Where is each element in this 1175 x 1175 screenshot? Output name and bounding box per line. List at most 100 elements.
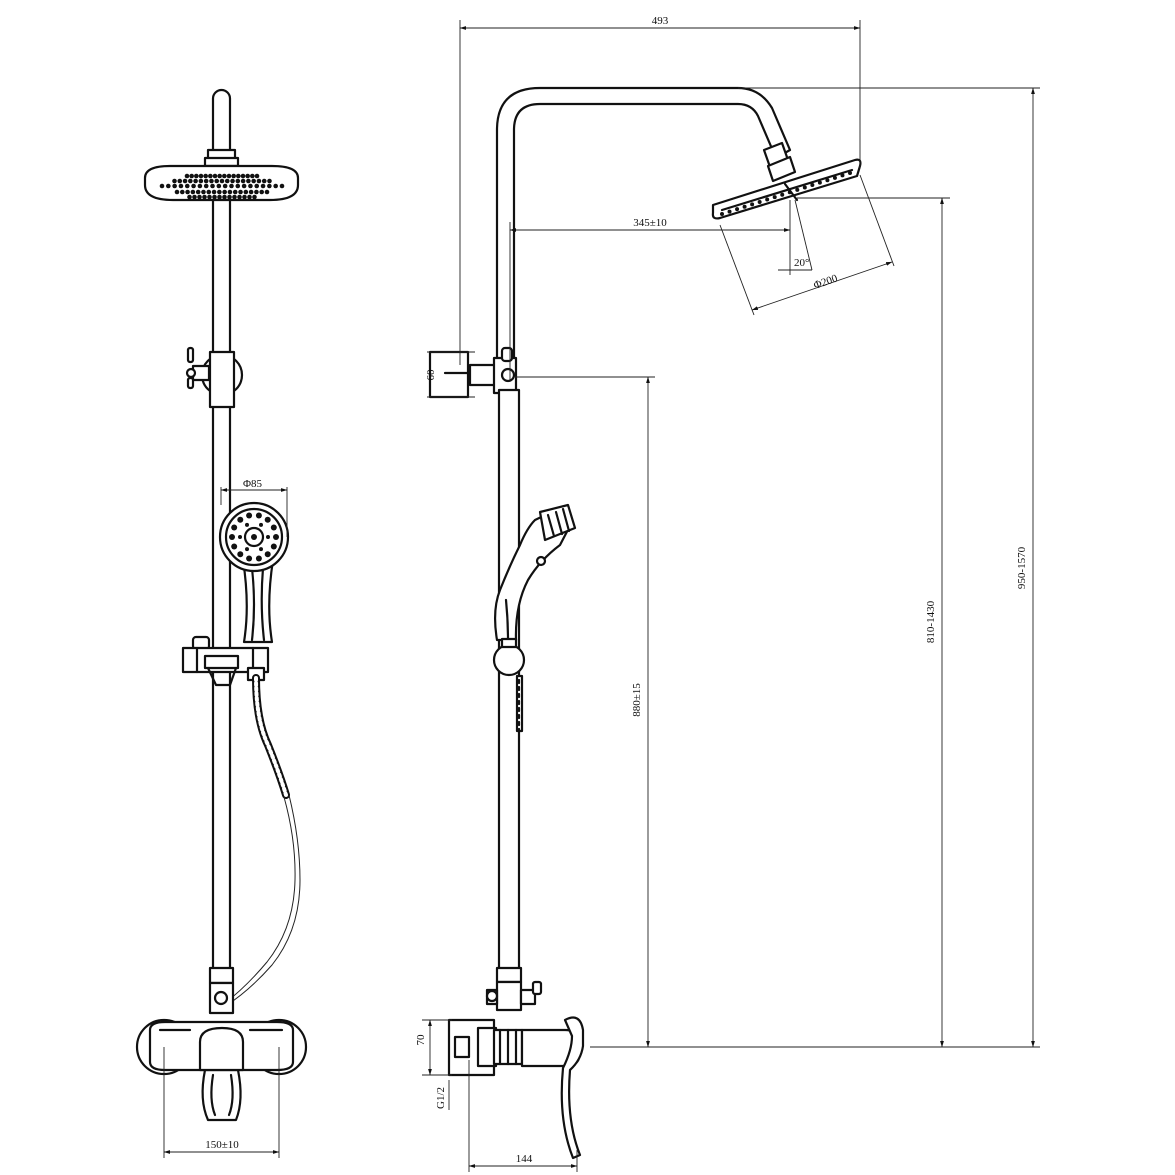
nozzle-dot bbox=[248, 183, 253, 189]
front-diverter bbox=[208, 966, 235, 1015]
nozzle-dot bbox=[222, 194, 227, 200]
front-hand-shower bbox=[218, 501, 290, 644]
side-view bbox=[428, 86, 862, 1160]
nozzle-dot bbox=[177, 178, 183, 184]
nozzle-dot bbox=[254, 189, 259, 195]
nozzle-dot bbox=[217, 189, 222, 195]
nozzle-dot bbox=[195, 189, 201, 195]
dim-head-offset: 345±10 bbox=[633, 217, 667, 229]
nozzle-dot bbox=[217, 194, 222, 200]
nozzle-dot bbox=[197, 194, 202, 200]
side-mixer-valve bbox=[447, 1016, 585, 1160]
nozzle-dot bbox=[772, 195, 777, 200]
nozzle-dot bbox=[261, 178, 267, 184]
nozzle-dot bbox=[255, 512, 262, 519]
nozzle-dot bbox=[264, 516, 271, 523]
nozzle-dot bbox=[267, 183, 272, 189]
nozzle-dot bbox=[237, 551, 244, 558]
nozzle-dot bbox=[172, 178, 177, 184]
nozzle-dot bbox=[251, 178, 256, 184]
nozzle-dot bbox=[780, 192, 785, 197]
nozzle-dot bbox=[246, 512, 253, 519]
nozzle-dot bbox=[202, 194, 207, 200]
nozzle-dot bbox=[187, 194, 192, 200]
nozzle-dot bbox=[209, 178, 214, 184]
nozzle-dot bbox=[273, 534, 279, 540]
nozzle-dot bbox=[238, 189, 243, 195]
front-hand-nozzles bbox=[229, 512, 279, 562]
nozzle-dot bbox=[194, 173, 199, 179]
nozzle-dot bbox=[217, 173, 222, 179]
nozzle-dot bbox=[222, 173, 227, 179]
front-wall-clip bbox=[185, 346, 244, 409]
nozzle-dot bbox=[240, 173, 246, 179]
nozzle-dot bbox=[260, 183, 266, 189]
nozzle-dot bbox=[264, 551, 271, 558]
nozzle-dot bbox=[750, 202, 755, 207]
nozzle-dot bbox=[235, 183, 241, 189]
nozzle-dot bbox=[848, 171, 852, 175]
nozzle-dot bbox=[765, 197, 770, 202]
nozzle-dot bbox=[254, 183, 260, 189]
nozzle-dot bbox=[232, 194, 237, 200]
nozzle-dot bbox=[240, 178, 246, 184]
dim-thread: G1/2 bbox=[435, 1087, 447, 1109]
nozzle-dot bbox=[212, 194, 217, 200]
nozzle-dot bbox=[727, 209, 732, 214]
dim-valve-centers: 150±10 bbox=[205, 1139, 239, 1151]
nozzle-dot bbox=[720, 212, 724, 216]
nozzle-dot bbox=[184, 173, 190, 179]
nozzle-dot bbox=[241, 183, 247, 189]
nozzle-dot bbox=[191, 183, 196, 189]
nozzle-dot bbox=[246, 555, 253, 562]
nozzle-dot bbox=[231, 173, 236, 179]
nozzle-dot bbox=[832, 175, 837, 180]
front-slide-holder bbox=[181, 635, 270, 687]
nozzle-dot bbox=[246, 178, 251, 184]
nozzle-dot bbox=[203, 178, 209, 184]
nozzle-dot bbox=[219, 178, 225, 184]
nozzle-dot bbox=[735, 207, 740, 212]
nozzle-dot bbox=[197, 183, 203, 189]
nozzle-dot bbox=[267, 178, 272, 184]
dim-total-height: 950-1570 bbox=[1016, 546, 1028, 589]
nozzle-dot bbox=[266, 535, 270, 539]
nozzle-dot bbox=[237, 194, 242, 200]
nozzle-dot bbox=[222, 183, 228, 189]
nozzle-dot bbox=[227, 189, 233, 195]
nozzle-dot bbox=[185, 189, 190, 195]
nozzle-dot bbox=[208, 173, 213, 179]
nozzle-dot bbox=[817, 180, 822, 185]
nozzle-dot bbox=[742, 204, 747, 209]
nozzle-dot bbox=[270, 543, 277, 550]
nozzle-dot bbox=[255, 555, 262, 562]
nozzle-dot bbox=[232, 189, 238, 195]
nozzle-dot bbox=[245, 173, 250, 179]
nozzle-dot bbox=[224, 178, 230, 184]
nozzle-dot bbox=[174, 189, 180, 195]
nozzle-dot bbox=[270, 524, 277, 531]
nozzle-dot bbox=[216, 183, 222, 189]
nozzle-dot bbox=[231, 524, 238, 531]
dim-head-diameter: Φ200 bbox=[812, 272, 840, 291]
front-main-rod bbox=[211, 198, 232, 972]
side-slide-holder bbox=[492, 637, 526, 733]
front-hose-upper-inner bbox=[254, 676, 288, 797]
nozzle-dot bbox=[198, 178, 204, 184]
nozzle-dot bbox=[190, 189, 196, 195]
nozzle-dot bbox=[226, 173, 232, 179]
nozzle-dot bbox=[203, 173, 208, 179]
nozzle-dot bbox=[166, 183, 171, 189]
nozzle-dot bbox=[159, 183, 165, 189]
nozzle-dot bbox=[237, 516, 244, 523]
nozzle-dot bbox=[211, 189, 217, 195]
front-mixer-valve bbox=[135, 1018, 308, 1122]
dim-valve-height: 70 bbox=[415, 1034, 427, 1046]
nozzle-dot bbox=[222, 189, 227, 195]
front-head-nut-lower bbox=[203, 156, 240, 168]
nozzle-dot bbox=[212, 173, 218, 179]
dim-slider-height: 880±15 bbox=[631, 683, 643, 717]
nozzle-dot bbox=[242, 194, 247, 200]
nozzle-dot bbox=[802, 185, 807, 190]
